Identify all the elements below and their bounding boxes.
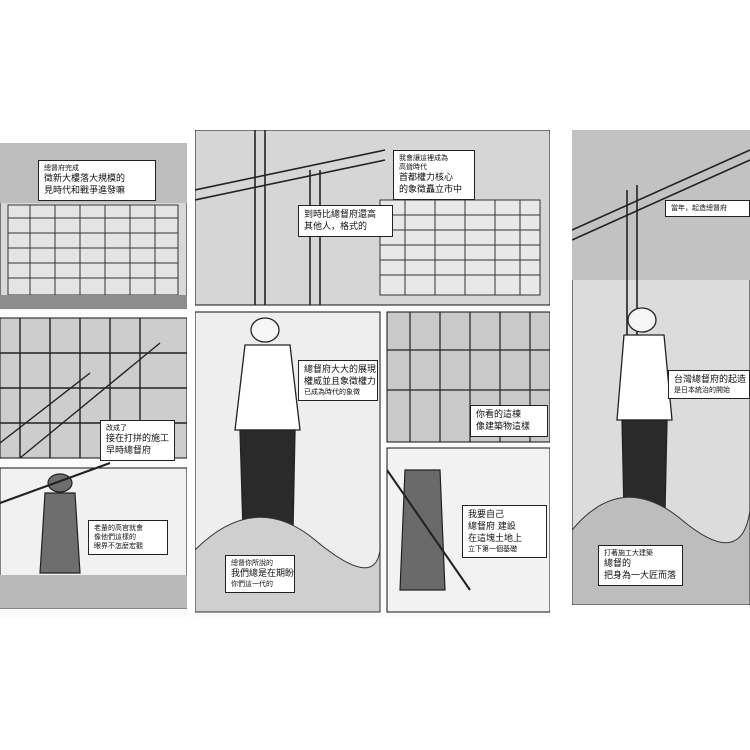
caption-line: 我要自己 — [468, 510, 505, 520]
right-page — [571, 129, 750, 606]
caption-box: 總督府完成 徵新大樓落大規模的 見時代和戰爭進發嘛 — [38, 160, 156, 201]
caption-line: 見時代和戰爭進發嘛 — [44, 186, 126, 196]
caption-box: 你看的這棟 像建築物這樣 — [470, 405, 548, 437]
caption-line: 的象徵矗立市中 — [399, 185, 463, 195]
caption-line: 總督你所說的 — [231, 559, 273, 567]
caption-line: 改成了 — [106, 424, 127, 432]
caption-line: 接在打拼的施工 — [106, 434, 170, 444]
caption-line: 當年，起造總督府 — [671, 204, 727, 212]
caption-line: 權威並且象徵權力 — [304, 377, 377, 387]
caption-line: 徵新大樓落大規模的 — [44, 174, 126, 184]
caption-line: 總督府大大的展現 — [304, 365, 377, 375]
caption-box: 台灣總督府的起造 是日本統治的開始 — [668, 370, 750, 399]
caption-line: 立下第一個基礎 — [468, 545, 517, 553]
caption-box: 改成了 接在打拼的施工 早時總督府 — [100, 420, 175, 461]
caption-line: 總督府完成 — [44, 164, 79, 172]
caption-line: 我會讓這裡成為 — [399, 154, 448, 162]
caption-line: 打著施工大建築 — [604, 549, 653, 557]
caption-line: 台灣總督府的起造 — [674, 375, 747, 385]
caption-box: 我會讓這裡成為 高聳時代 首都權力核心 的象徵矗立市中 — [393, 150, 475, 200]
caption-line: 總督府 建設 — [468, 522, 516, 532]
caption-box: 老輩的高官就會 像他們這樣的 眼界不怎麼宏觀 — [88, 520, 168, 555]
caption-box: 到時比總督府還高 其他人，格式的 — [298, 205, 393, 237]
caption-line: 你們這一代的 — [231, 580, 273, 588]
caption-line: 早時總督府 — [106, 446, 152, 456]
caption-box: 總督府大大的展現 權威並且象徵權力 已成為時代的象徵 — [298, 360, 378, 401]
caption-line: 總督的 — [604, 559, 632, 569]
caption-box: 打著施工大建築 總督的 把身為一大匠而落 — [598, 545, 683, 586]
caption-line: 把身為一大匠而落 — [604, 571, 677, 581]
caption-line: 首都權力核心 — [399, 173, 454, 183]
caption-line: 眼界不怎麼宏觀 — [94, 542, 143, 550]
caption-line: 其他人，格式的 — [304, 222, 368, 232]
caption-line: 我們總是在期盼 — [231, 569, 295, 579]
caption-box: 當年，起造總督府 — [665, 200, 750, 217]
caption-line: 老輩的高官就會 — [94, 524, 143, 532]
caption-line: 是日本統治的開始 — [674, 386, 730, 394]
caption-box: 總督你所說的 我們總是在期盼 你們這一代的 — [225, 555, 295, 593]
caption-line: 像建築物這樣 — [476, 422, 531, 432]
caption-line: 你看的這棟 — [476, 410, 522, 420]
caption-line: 高聳時代 — [399, 163, 427, 171]
caption-box: 我要自己 總督府 建設 在這塊土地上 立下第一個基礎 — [462, 505, 547, 558]
caption-line: 已成為時代的象徵 — [304, 388, 360, 396]
caption-line: 在這塊土地上 — [468, 534, 523, 544]
caption-line: 像他們這樣的 — [94, 533, 136, 541]
caption-line: 到時比總督府還高 — [304, 210, 377, 220]
